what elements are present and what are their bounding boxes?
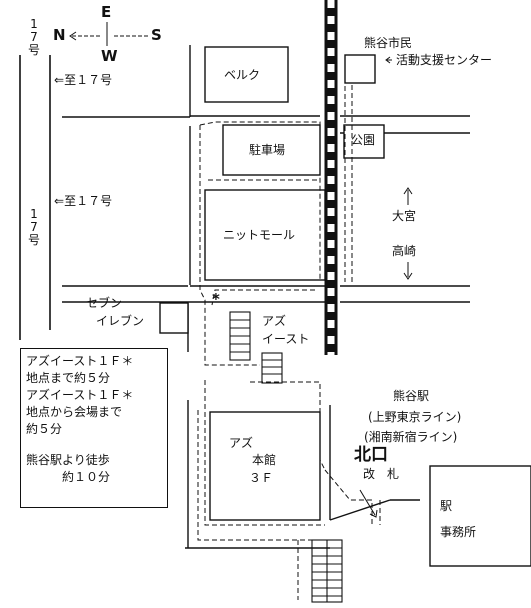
- stairs: [229, 311, 343, 603]
- info-line: 地点から会場まで: [26, 405, 123, 419]
- info-line: アズイースト１Ｆ＊: [26, 354, 134, 368]
- ticket-gate-label: 改 札: [363, 467, 400, 481]
- civic-center-label-2: 活動支援センター: [396, 53, 493, 67]
- park-building: [343, 124, 385, 159]
- compass-n: N: [53, 26, 66, 44]
- shonan-shinjuku-line-label: (湘南新宿ライン): [364, 430, 458, 444]
- route-17-top-label: 17号: [27, 17, 40, 57]
- station-office-label: 駅 事務所: [440, 499, 477, 539]
- compass-rose: [69, 22, 148, 46]
- walking-route: [197, 70, 381, 600]
- omiya-label: 大宮: [392, 209, 417, 223]
- streets: [62, 45, 470, 549]
- railway: [324, 0, 338, 355]
- park-label: 公園: [351, 133, 376, 147]
- civic-center-building: [344, 54, 376, 84]
- takasaki-label: 高崎: [392, 244, 417, 258]
- compass-w: W: [101, 47, 118, 65]
- parking-label: 駐車場: [249, 143, 286, 157]
- seven-eleven-building: [159, 302, 189, 334]
- belk-label: ベルク: [224, 68, 261, 82]
- compass-e: E: [101, 3, 112, 21]
- az-main-label-3: ３Ｆ: [249, 471, 274, 485]
- route-17-road: [19, 55, 51, 340]
- nit-mall-label: ニットモール: [223, 228, 296, 242]
- route-17-mid-label: 17号: [27, 207, 40, 247]
- info-line: 約１０分: [62, 470, 111, 484]
- az-main-building: [209, 411, 321, 521]
- ueno-tokyo-line-label: (上野東京ライン): [368, 410, 462, 424]
- info-line: 約５分: [26, 422, 63, 436]
- to-route-17-mid: ⇐至１７号: [54, 194, 113, 208]
- walking-time-info-box: アズイースト１Ｆ＊ 地点まで約５分 アズイースト１Ｆ＊ 地点から会場まで 約５分…: [20, 348, 168, 508]
- station-office-building: [429, 465, 531, 567]
- seven-eleven-label-2: イレブン: [96, 314, 145, 328]
- to-route-17-top: ⇐至１７号: [54, 73, 113, 87]
- az-main-label-2: 本館: [252, 453, 277, 467]
- belk-building: [204, 46, 289, 103]
- info-line: 熊谷駅より徒歩: [26, 453, 110, 467]
- north-exit-label: 北口: [354, 445, 388, 465]
- az-east-label-2: イースト: [262, 332, 310, 346]
- parking-building: [222, 124, 321, 176]
- asterisk-marker: *: [212, 290, 220, 308]
- direction-arrows: [359, 56, 413, 518]
- az-east-label-1: アズ: [262, 314, 287, 328]
- info-line: 地点まで約５分: [26, 371, 111, 385]
- kumagaya-station-label: 熊谷駅: [393, 389, 430, 403]
- nit-mall-building: [204, 189, 326, 281]
- buildings: [159, 46, 531, 567]
- civic-center-label-1: 熊谷市民: [364, 36, 413, 50]
- seven-eleven-label-1: セブン: [86, 296, 123, 310]
- az-main-label-1: アズ: [229, 436, 254, 450]
- compass-s: S: [151, 26, 162, 44]
- info-line: アズイースト１Ｆ＊: [26, 388, 134, 402]
